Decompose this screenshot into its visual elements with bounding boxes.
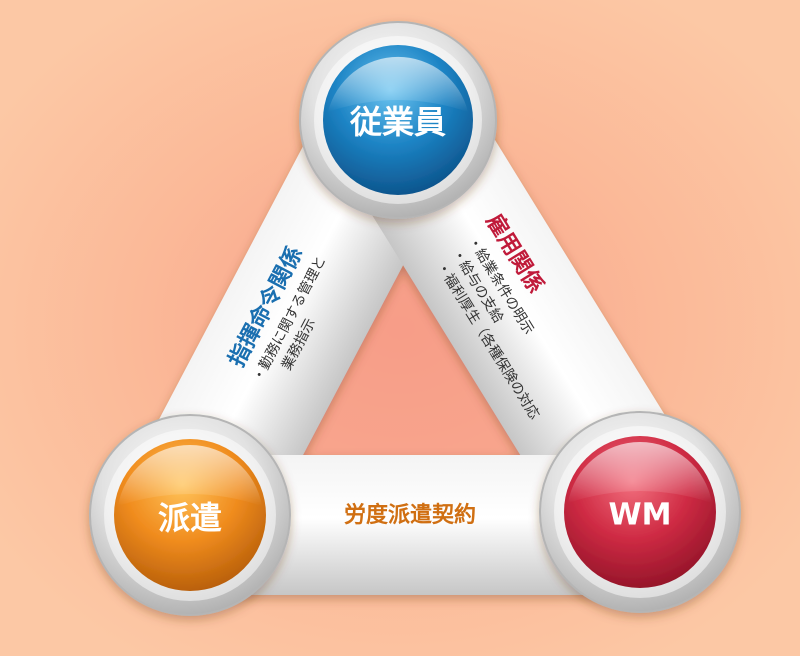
dispatch-gloss (118, 445, 262, 506)
dispatch-contract-label: 労度派遣契約 (344, 502, 476, 528)
employee-gloss (328, 56, 468, 112)
center-glow (245, 255, 560, 470)
wm-gloss (568, 442, 712, 503)
employee-label: 従業員 (349, 103, 446, 141)
dispatch-node: 派遣 (89, 414, 291, 616)
wm-node: WM (539, 411, 741, 613)
wm-label: WM (609, 498, 672, 533)
bottom-bar (190, 455, 640, 595)
dispatch-label: 派遣 (158, 499, 222, 537)
employee-node: 従業員 (299, 21, 497, 219)
